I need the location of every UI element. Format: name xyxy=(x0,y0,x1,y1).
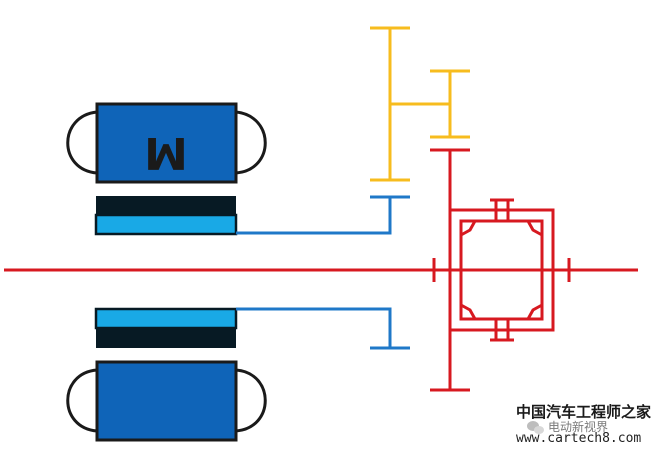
wechat-icon xyxy=(527,421,544,434)
rotor-upper xyxy=(94,196,238,236)
stator-end-loop-left-lower xyxy=(66,368,98,433)
stator-block-upper xyxy=(95,102,238,184)
diff-bevel-mark-bl xyxy=(460,303,477,320)
watermark-site-name: 中国汽车工程师之家 xyxy=(516,403,651,421)
differential-case-inner xyxy=(459,219,544,321)
stator-end-loop-right xyxy=(235,110,267,175)
rotor-dark-strip-upper xyxy=(96,196,236,215)
diff-bevel-mark-br xyxy=(526,303,543,320)
diff-bevel-mark-tr xyxy=(526,220,543,237)
watermark-url: www.cartech8.com xyxy=(516,431,641,446)
stator-block-lower xyxy=(95,360,238,442)
differential xyxy=(430,148,571,392)
rotor-light-strip-upper xyxy=(94,213,238,236)
motor-label: M xyxy=(144,127,188,178)
motor-stator-lower xyxy=(66,360,267,442)
rotor-light-strip-lower xyxy=(94,307,238,330)
rotor-output-shaft-lower xyxy=(236,307,392,348)
watermark-account: 电动新视界 xyxy=(548,419,608,434)
stator-end-loop-left xyxy=(66,110,98,175)
rotor-lower xyxy=(94,307,238,348)
motor-stator-upper: M xyxy=(66,102,267,184)
rotor-output-shaft-upper xyxy=(236,197,392,235)
stator-end-loop-right-lower xyxy=(235,368,267,433)
watermark: 中国汽车工程师之家 电动新视界 www.cartech8.com xyxy=(516,403,651,446)
differential-case-outer xyxy=(448,208,555,332)
rotor-dark-strip-lower xyxy=(96,328,236,348)
rotor-output-shaft xyxy=(236,195,410,350)
reduction-gear-pair xyxy=(370,26,470,182)
diff-bevel-mark-tl xyxy=(460,220,477,237)
